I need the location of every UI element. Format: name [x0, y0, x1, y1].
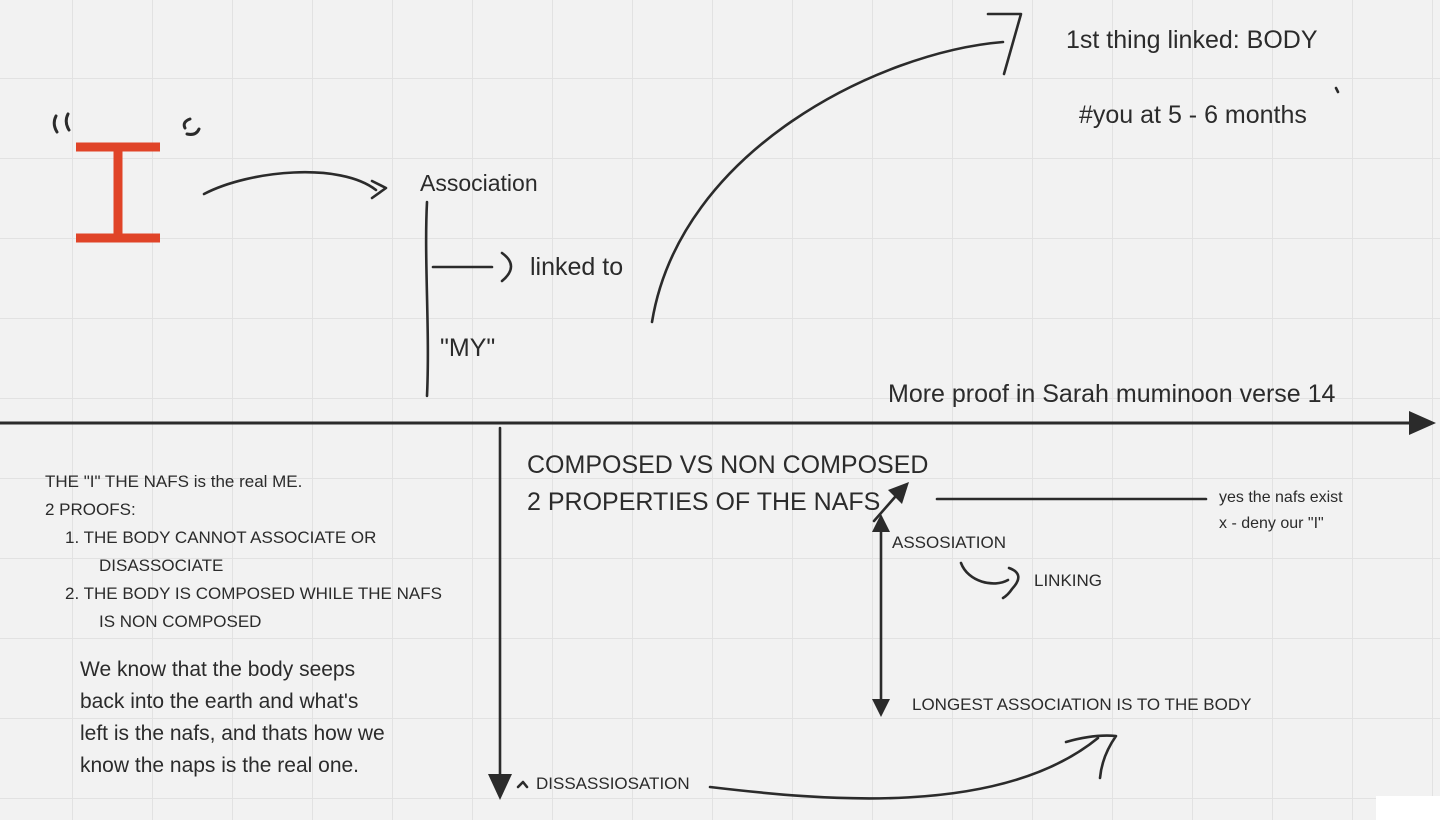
deny-label: x - deny our "I"	[1219, 515, 1324, 532]
quote-marks	[52, 112, 201, 136]
first-linked-label: 1st thing linked: BODY	[1066, 26, 1318, 54]
properties-arrowhead	[888, 482, 909, 504]
arrowhead-longest	[1064, 734, 1118, 780]
explanation-paragraph: We know that the body seeps back into th…	[80, 654, 385, 782]
vertical-arrowhead	[488, 774, 512, 800]
divider-caption: More proof in Sarah muminoon verse 14	[888, 380, 1336, 408]
my-label: "MY"	[440, 334, 496, 362]
tick-mark	[1334, 86, 1340, 94]
proofs-notes: THE "I" THE NAFS is the real ME. 2 PROOF…	[45, 468, 442, 636]
yes-exist-label: yes the nafs exist	[1219, 489, 1343, 506]
age-note-label: #you at 5 - 6 months	[1079, 101, 1307, 129]
paragraph-line: left is the nafs, and thats how we	[80, 722, 385, 745]
notes-line: DISASSOCIATE	[99, 556, 224, 575]
arrow-to-linking	[959, 561, 1010, 585]
arrowhead-linked-to	[500, 251, 513, 283]
linked-to-label: linked to	[530, 253, 624, 281]
corner-patch	[1376, 796, 1440, 820]
paragraph-line: We know that the body seeps	[80, 658, 356, 681]
arrowhead-association	[370, 179, 388, 200]
association-label: Association	[420, 170, 538, 196]
association-bracket	[424, 200, 430, 398]
arrow-dissassiosation-to-longest	[708, 736, 1100, 800]
arrowhead-first-linked	[986, 12, 1023, 76]
heading-line-1: COMPOSED VS NON COMPOSED	[527, 451, 929, 479]
dissassiosation-label: DISSASSIOSATION	[536, 774, 690, 793]
arc-to-first-linked	[650, 40, 1005, 324]
small-dash	[516, 780, 529, 789]
linking-label: LINKING	[1034, 571, 1103, 590]
longest-association-label: LONGEST ASSOCIATION IS TO THE BODY	[912, 695, 1252, 714]
notes-line: THE "I" THE NAFS is the real ME.	[45, 472, 303, 491]
notes-line: 2. THE BODY IS COMPOSED WHILE THE NAFS	[65, 584, 442, 603]
up-arrowhead	[872, 514, 890, 532]
down-arrowhead	[872, 699, 890, 717]
heading-line-2: 2 PROPERTIES OF THE NAFS	[527, 488, 881, 516]
assosiation-label: ASSOSIATION	[892, 533, 1006, 552]
paragraph-line: know the naps is the real one.	[80, 754, 360, 777]
arrowhead-linking	[1001, 566, 1020, 600]
notes-line: 1. THE BODY CANNOT ASSOCIATE OR	[65, 528, 377, 547]
divider-arrowhead	[1409, 411, 1436, 435]
paragraph-line: back into the earth and what's	[80, 690, 359, 713]
composed-heading: COMPOSED VS NON COMPOSED 2 PROPERTIES OF…	[527, 447, 928, 521]
notes-line: 2 PROOFS:	[45, 500, 136, 519]
red-i-symbol	[76, 142, 160, 243]
arrow-i-to-association	[202, 170, 378, 196]
notes-line: IS NON COMPOSED	[99, 612, 262, 631]
